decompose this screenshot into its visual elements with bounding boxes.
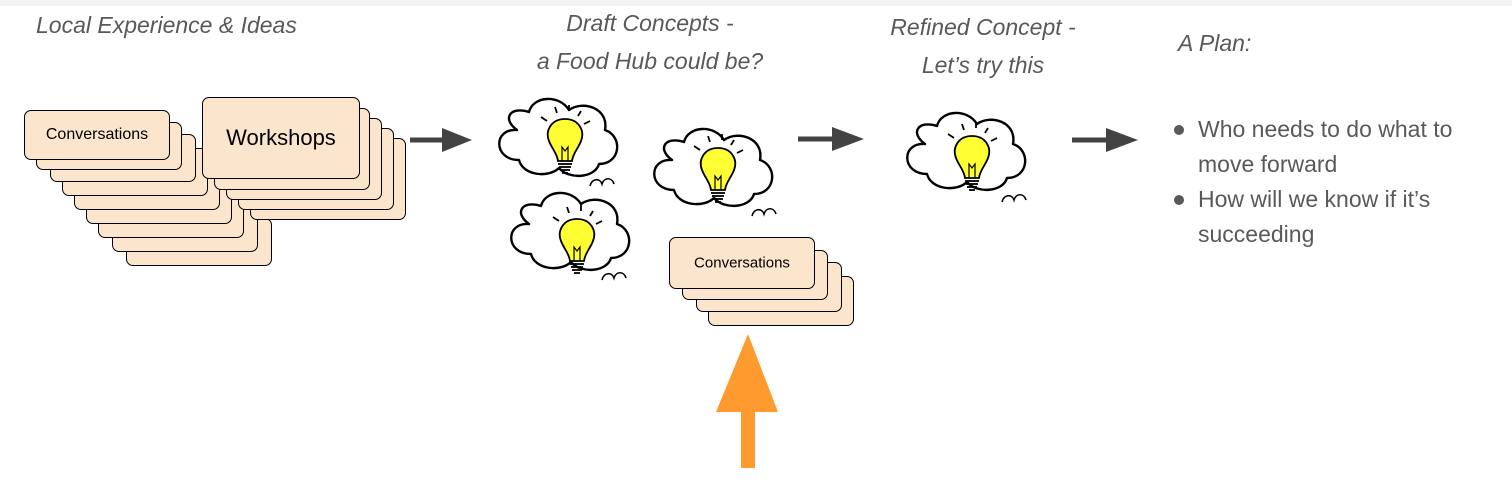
stage-title-refined-line2: Let’s try this — [921, 52, 1045, 78]
up-arrow-icon — [716, 334, 778, 468]
workshops-card-front: Workshops — [202, 97, 360, 179]
right-arrow-icon — [798, 127, 864, 151]
plan-item-line2: move forward — [1198, 151, 1338, 177]
plan-item-line2: succeeding — [1198, 221, 1315, 247]
stage-title-refined-line1: Refined Concept - — [890, 14, 1076, 40]
stage-title-plan: A Plan: — [1178, 30, 1252, 56]
thought-tail-icon — [589, 177, 615, 187]
conversations-card-label: Conversations — [45, 126, 149, 143]
stage-title-draft-line2: a Food Hub could be? — [536, 48, 764, 74]
plan-list-item: Who needs to do what to move forward — [1170, 112, 1500, 182]
conversations-card-label: Conversations — [694, 254, 790, 272]
bullet-icon — [1174, 125, 1184, 135]
stage-title-local: Local Experience & Ideas — [36, 12, 297, 38]
stage-title-draft: Draft Concepts - a Food Hub could be? — [500, 4, 800, 80]
bullet-icon — [1174, 195, 1184, 205]
stage-title-refined: Refined Concept - Let’s try this — [858, 8, 1108, 84]
thought-tail-icon — [1001, 193, 1027, 203]
plan-list: Who needs to do what to move forward How… — [1170, 112, 1500, 252]
right-arrow-icon — [410, 128, 472, 152]
plan-item-line1: How will we know if it’s — [1198, 186, 1431, 212]
workshops-card-label: Workshops — [226, 125, 336, 150]
thought-tail-icon — [751, 207, 777, 217]
conversations-card-front: Conversations — [669, 237, 815, 289]
plan-list-item: How will we know if it’s succeeding — [1170, 182, 1500, 252]
conversations-card-front: Conversations — [24, 110, 170, 160]
stage-title-draft-line1: Draft Concepts - — [566, 10, 734, 36]
plan-item-line1: Who needs to do what to — [1198, 116, 1453, 142]
thought-tail-icon — [601, 271, 627, 281]
right-arrow-icon — [1072, 128, 1138, 152]
top-bar — [0, 0, 1512, 6]
